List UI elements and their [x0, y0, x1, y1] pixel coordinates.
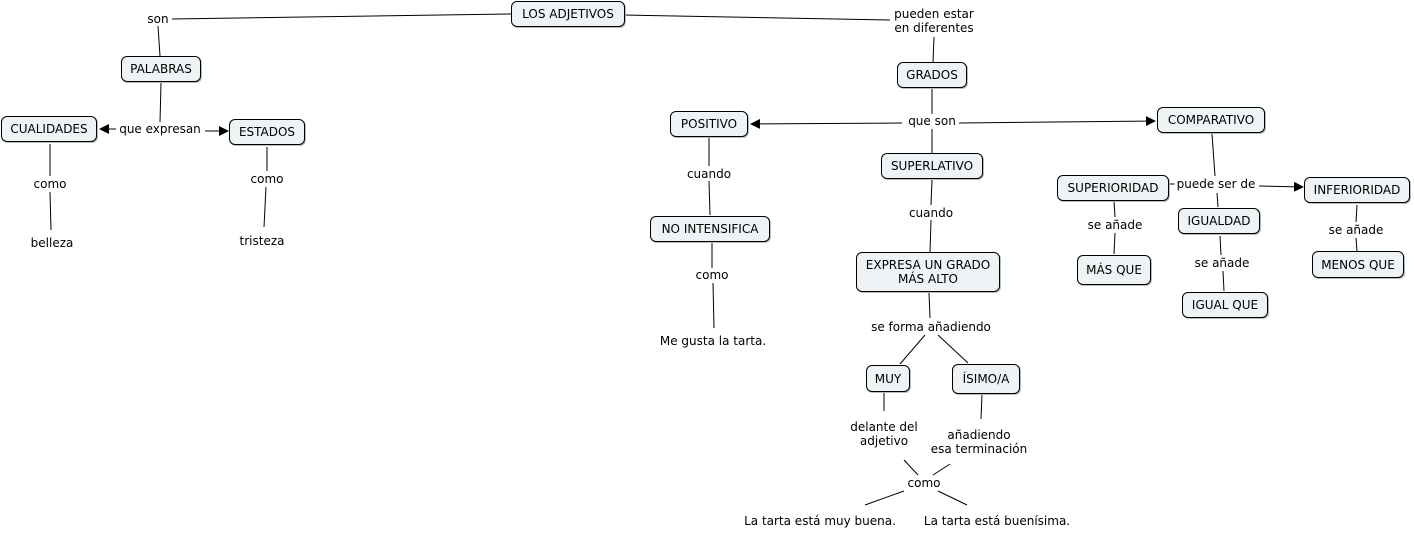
link-label-se-forma: se forma añadiendo	[869, 320, 993, 334]
link-label-son: son	[145, 12, 171, 26]
link-label-puede-ser-de: puede ser de	[1174, 177, 1258, 191]
line-comparativo-puede	[1211, 133, 1216, 177]
concept-grados[interactable]: GRADOS	[897, 62, 967, 88]
line-que-son-comparativo	[958, 116, 1156, 127]
line-como-muy-buena	[864, 490, 905, 506]
line-delante-como	[903, 459, 919, 476]
line-puede-inferioridad	[1258, 181, 1304, 192]
concept-comparativo[interactable]: COMPARATIVO	[1157, 107, 1265, 133]
line-expresa-se-forma	[928, 292, 931, 319]
concept-isimo[interactable]: ÍSIMO/A	[952, 364, 1020, 394]
concept-muy[interactable]: MUY	[866, 365, 910, 392]
line-adjetivos-son	[171, 13, 512, 20]
link-label-pueden-estar: pueden estar en diferentes	[892, 7, 976, 35]
link-label-como-estados: como	[248, 172, 286, 186]
line-cuando-no-intensifica	[708, 180, 711, 216]
line-se-forma-muy	[899, 334, 926, 365]
link-label-delante: delante del adjetivo	[848, 420, 920, 448]
line-como-buenisima	[937, 490, 968, 506]
line-pueden-grados	[932, 36, 935, 63]
example-me-gusta: Me gusta la tarta.	[659, 334, 767, 348]
line-cuando-expresa	[929, 219, 932, 253]
link-label-como-positivo: como	[693, 268, 731, 282]
line-isimo-anadiendo	[980, 393, 983, 420]
line-superioridad-se-anade	[1113, 200, 1116, 218]
concept-expresa-grado[interactable]: EXPRESA UN GRADO MÁS ALTO	[856, 252, 1000, 292]
concept-palabras[interactable]: PALABRAS	[121, 56, 201, 82]
line-inferioridad-se-anade	[1355, 204, 1358, 223]
link-label-anadiendo: añadiendo esa terminación	[928, 428, 1030, 456]
concept-igual-que[interactable]: IGUAL QUE	[1182, 292, 1268, 318]
line-se-anade-menos-que	[1355, 237, 1358, 252]
line-igualdad-se-anade	[1219, 235, 1222, 256]
line-como-belleza	[49, 191, 52, 231]
link-label-que-expresan: que expresan	[117, 122, 203, 136]
concept-no-intensifica[interactable]: NO INTENSIFICA	[650, 216, 770, 242]
line-adjetivos-pueden	[624, 14, 891, 21]
concept-menos-que[interactable]: MENOS QUE	[1312, 251, 1404, 278]
line-como-tristeza	[263, 186, 267, 228]
line-se-anade-mas-que	[1113, 232, 1116, 255]
concept-positivo[interactable]: POSITIVO	[670, 111, 748, 137]
line-puede-igualdad	[1216, 192, 1219, 208]
concept-igualdad[interactable]: IGUALDAD	[1178, 208, 1260, 234]
link-label-cuando-superlativo: cuando	[906, 206, 956, 220]
example-belleza: belleza	[30, 236, 74, 250]
line-anadiendo-como	[932, 463, 951, 476]
link-label-que-son: que son	[906, 114, 958, 128]
concept-estados[interactable]: ESTADOS	[229, 119, 305, 145]
example-muy-buena: La tarta está muy buena.	[744, 514, 896, 528]
line-son-palabras	[157, 25, 161, 57]
line-que-son-positivo	[750, 118, 903, 129]
concept-superlativo[interactable]: SUPERLATIVO	[881, 153, 983, 179]
concept-inferioridad[interactable]: INFERIORIDAD	[1304, 177, 1410, 203]
example-buenisima: La tarta está buenísima.	[923, 514, 1071, 528]
concept-cualidades[interactable]: CUALIDADES	[1, 116, 97, 142]
line-se-anade-igual-que	[1222, 270, 1225, 292]
link-label-se-anade-igualdad: se añade	[1192, 256, 1252, 270]
concept-los-adjetivos[interactable]: LOS ADJETIVOS	[511, 1, 625, 27]
link-label-como-cualidades: como	[31, 177, 69, 191]
link-label-como-ejemplos: como	[905, 476, 943, 490]
concept-superioridad[interactable]: SUPERIORIDAD	[1057, 175, 1169, 201]
example-tristeza: tristeza	[239, 234, 285, 248]
link-label-se-anade-superioridad: se añade	[1085, 218, 1145, 232]
link-label-cuando-positivo: cuando	[684, 167, 734, 181]
line-se-forma-isimo	[937, 334, 969, 364]
line-palabras-que-expresan	[159, 82, 162, 123]
link-label-se-anade-inferioridad: se añade	[1326, 223, 1386, 237]
concept-mas-que[interactable]: MÁS QUE	[1077, 255, 1151, 285]
line-superlativo-cuando	[930, 179, 933, 206]
line-como-me-gusta	[712, 282, 715, 329]
